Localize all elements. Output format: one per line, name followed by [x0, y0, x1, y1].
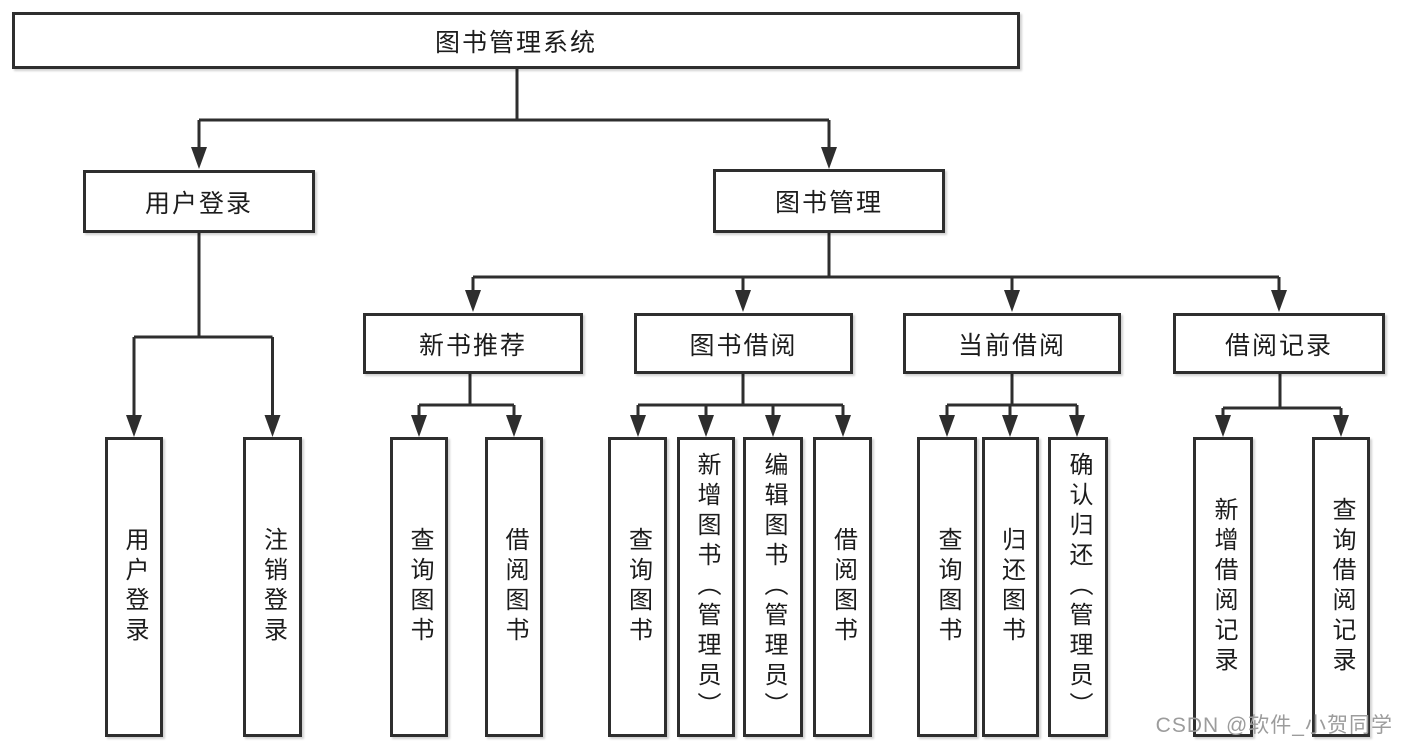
leaf-label: 新增借阅记录	[1210, 497, 1237, 677]
node-root-system: 图书管理系统	[12, 12, 1020, 69]
leaf-label: 新增图书（管理员）	[693, 452, 720, 722]
csdn-watermark: CSDN @软件_小贺同学	[1155, 714, 1393, 737]
leaf-label: 归还图书	[997, 527, 1025, 647]
node-label: 图书管理	[774, 189, 883, 217]
leaf-query-books-recommend: 查询图书	[390, 437, 448, 737]
node-label: 用户登录	[144, 189, 253, 218]
leaf-label: 用户登录	[121, 527, 148, 647]
leaf-confirm-return-admin: 确认归还（管理员）	[1048, 437, 1108, 737]
leaf-query-borrow-record: 查询借阅记录	[1312, 437, 1370, 737]
leaf-query-books-borrow: 查询图书	[608, 437, 667, 737]
node-borrow-records: 借阅记录	[1173, 313, 1385, 374]
node-user-login: 用户登录	[83, 170, 315, 233]
leaf-add-books-admin: 新增图书（管理员）	[677, 437, 735, 737]
leaf-label: 查询图书	[624, 527, 652, 647]
node-label: 当前借阅	[957, 331, 1066, 360]
leaf-borrow-books-recommend: 借阅图书	[485, 437, 543, 737]
leaf-logout: 注销登录	[243, 437, 302, 737]
node-label: 图书管理系统	[434, 28, 597, 57]
leaf-label: 查询图书	[406, 527, 433, 647]
node-current-borrow: 当前借阅	[903, 313, 1121, 374]
node-label: 图书借阅	[689, 331, 798, 360]
leaf-label: 确认归还（管理员）	[1065, 452, 1092, 722]
leaf-query-books-current: 查询图书	[917, 437, 977, 737]
leaf-label: 借阅图书	[829, 527, 857, 647]
node-book-borrow: 图书借阅	[634, 313, 853, 374]
connector-arrowheads	[126, 147, 1349, 437]
node-label: 借阅记录	[1224, 331, 1333, 360]
node-new-book-recommend: 新书推荐	[363, 313, 583, 374]
node-book-management: 图书管理	[713, 169, 945, 233]
leaf-return-books: 归还图书	[982, 437, 1039, 737]
leaf-label: 注销登录	[259, 527, 287, 647]
leaf-label: 编辑图书（管理员）	[760, 452, 787, 722]
leaf-user-login: 用户登录	[105, 437, 163, 737]
leaf-label: 查询图书	[934, 527, 961, 647]
leaf-add-borrow-record: 新增借阅记录	[1193, 437, 1253, 737]
leaf-edit-books-admin: 编辑图书（管理员）	[743, 437, 803, 737]
leaf-label: 查询借阅记录	[1328, 497, 1355, 677]
leaf-borrow-books: 借阅图书	[813, 437, 872, 737]
node-label: 新书推荐	[418, 331, 527, 360]
leaf-label: 借阅图书	[501, 527, 528, 647]
connector-paths	[132, 67, 1343, 418]
